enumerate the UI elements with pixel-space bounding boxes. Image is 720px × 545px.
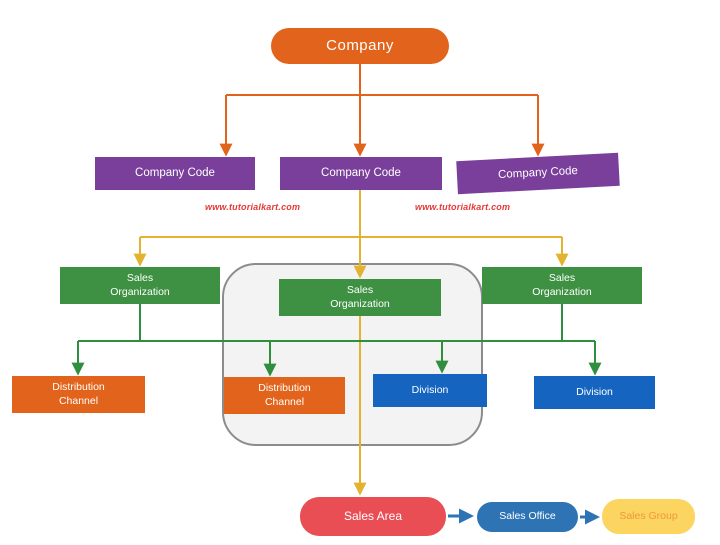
node-sales-organization-1: Sales Organization <box>60 267 220 304</box>
node-company: Company <box>271 28 449 64</box>
node-sales-organization-3: Sales Organization <box>482 267 642 304</box>
node-company-code-2: Company Code <box>280 157 442 190</box>
node-distribution-channel-1: Distribution Channel <box>12 376 145 413</box>
node-sales-area: Sales Area <box>300 497 446 536</box>
node-distribution-channel-2: Distribution Channel <box>224 377 345 414</box>
node-sales-office: Sales Office <box>477 502 578 532</box>
node-division-1: Division <box>373 374 487 407</box>
node-company-code-1: Company Code <box>95 157 255 190</box>
node-sales-organization-2: Sales Organization <box>279 279 441 316</box>
watermark-text-2: www.tutorialkart.com <box>415 202 511 212</box>
watermark-text-1: www.tutorialkart.com <box>205 202 301 212</box>
node-sales-group: Sales Group <box>602 499 695 534</box>
node-division-2: Division <box>534 376 655 409</box>
